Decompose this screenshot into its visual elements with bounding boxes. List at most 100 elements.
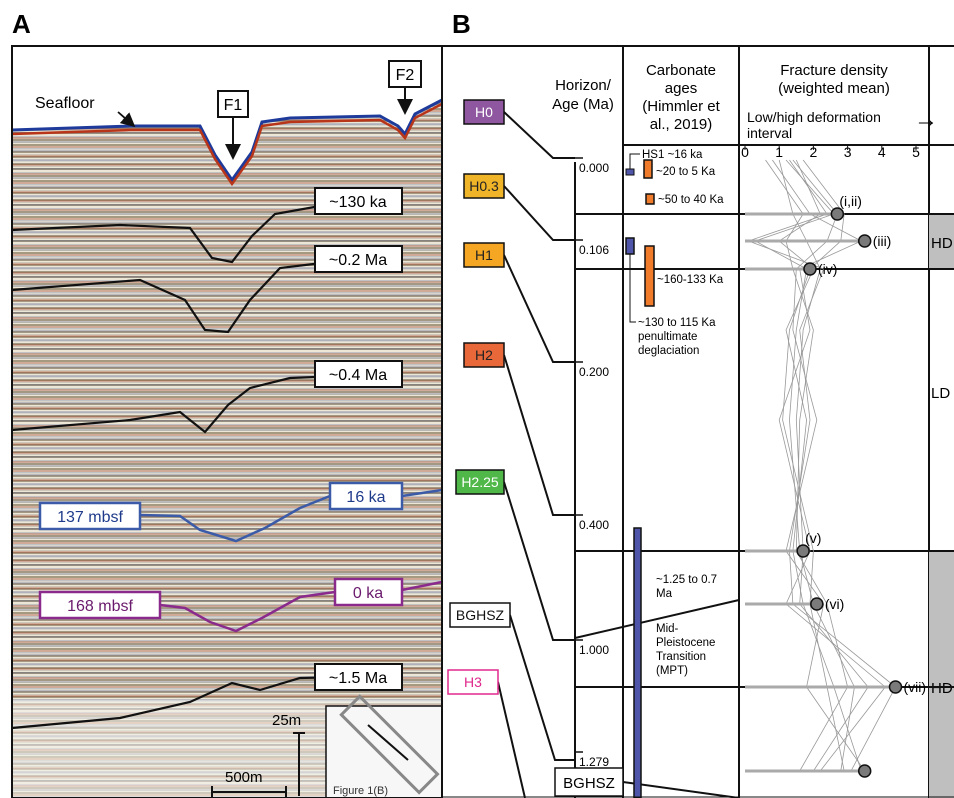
scale-vertical-label: 25m [272, 712, 301, 729]
horizon-line-02ma [11, 258, 396, 334]
fracture-profile-7 [747, 159, 896, 772]
connector-bghsz-right [574, 599, 740, 639]
horizon-label-130ka-box [314, 187, 403, 215]
fracture-profile-0 [754, 159, 855, 772]
fracture-point-label-3: (v) [805, 530, 821, 546]
carb-160-133-bar [644, 245, 655, 307]
fracture-profile-6 [765, 159, 849, 772]
marker-137mbsf-box [38, 501, 142, 531]
fracture-point-3 [796, 544, 810, 558]
horizon-box-6 [447, 669, 499, 695]
fracture-profile-4 [778, 159, 869, 772]
carb-label-20-5: ~20 to 5 Ka [656, 166, 716, 178]
fracture-point-5 [888, 680, 903, 694]
hd-band-bottom [929, 551, 954, 798]
carb-label-ma: Ma [656, 588, 673, 600]
fracture-profile-5 [782, 159, 845, 772]
fracture-profile-1 [778, 159, 862, 772]
marker-16ka-box [328, 481, 404, 511]
fracture-axis-tick-4: 4 [878, 144, 886, 160]
carb-label-transition: Transition [656, 651, 706, 663]
marker-line-16ka [139, 494, 331, 543]
horizon-label-02ma: ~0.2 Ma [329, 252, 387, 269]
interval-arrow-icon: → [914, 106, 938, 133]
horizon-line-130ka [11, 201, 396, 264]
horizon-box-1 [463, 173, 505, 199]
fracture-axis-tick-1: 1 [775, 144, 783, 160]
marker-0ka-label: 0 ka [353, 585, 383, 602]
horizon-box-label-0: H0 [475, 104, 493, 120]
connector-h0 [503, 111, 575, 159]
horizon-label-02ma-box [314, 245, 403, 273]
age-column-title-1: Horizon/ [555, 77, 612, 94]
seismic-border [11, 45, 443, 798]
horizon-box-3 [463, 342, 505, 368]
horizon-box-2 [463, 242, 505, 268]
fault-f2-label: F2 [396, 67, 415, 84]
carb-label-pleistocene: Pleistocene [656, 637, 715, 649]
panel-label-a: A [12, 9, 31, 39]
inset-label: Figure 1(B) [333, 785, 388, 797]
connector-h3 [497, 681, 526, 798]
connector-h1 [503, 254, 575, 363]
carb-label-160-133: ~160-133 Ka [657, 274, 724, 286]
horizon-line-04ma [11, 372, 396, 434]
fracture-profiles [747, 159, 896, 772]
marker-line-16ka-right [401, 488, 443, 498]
scale-horizontal-label: 500m [225, 769, 263, 786]
fracture-point-1 [857, 234, 872, 248]
interval-hd-bottom: HD [931, 680, 953, 697]
seafloor-label: Seafloor [35, 95, 95, 112]
horizon-box-label-4: H2.25 [461, 474, 499, 490]
fracture-axis-tick-3: 3 [844, 144, 852, 160]
carb-label-130-115: ~130 to 115 Ka [638, 317, 716, 329]
carb-label-mid: Mid- [656, 623, 679, 635]
age-tick-5: 1.279 [579, 755, 609, 769]
carb-label-deglaciation: deglaciation [638, 345, 699, 357]
interval-ld: LD [931, 385, 950, 402]
fracture-axis-tick-2: 2 [810, 144, 818, 160]
carb-label-125-07: ~1.25 to 0.7 [656, 574, 717, 586]
inset-rect [339, 694, 440, 795]
fracture-points: (i,ii)(iii)(iv)(v)(vi)(vii) [745, 193, 926, 778]
carb-column-title-2: ages [665, 80, 698, 97]
horizon-line-15ma [11, 674, 396, 730]
fracture-point-label-2: (iv) [818, 261, 837, 277]
horizon-box-4 [455, 469, 505, 495]
interval-hd-top: HD [931, 235, 953, 252]
age-tick-2: 0.200 [579, 365, 609, 379]
fracture-axis-tick-0: 0 [741, 144, 749, 160]
marker-168mbsf-box [38, 590, 162, 620]
carb-20-5-bar [643, 159, 653, 179]
carb-label-hs1: HS1 ~16 ka [642, 149, 703, 161]
horizon-box-0 [463, 99, 505, 125]
frac-column-title-2: (weighted mean) [778, 80, 890, 97]
connector-bghsz [509, 614, 575, 761]
carb-column-title-1: Carbonate [646, 62, 716, 79]
fracture-axis: 0 1 2 3 4 5 [741, 144, 920, 160]
carb-hs1-connector [629, 153, 640, 169]
carb-130-115-connector [629, 254, 636, 323]
fracture-point-0 [830, 207, 845, 221]
carb-mpt-bar [633, 527, 642, 798]
age-tick-4: 1.000 [579, 643, 609, 657]
connector-h225 [503, 481, 575, 641]
marker-line-0ka [159, 590, 336, 633]
carb-label-50-40: ~50 to 40 Ka [658, 194, 724, 206]
horizon-label-04ma: ~0.4 Ma [329, 367, 387, 384]
age-bottom-box [554, 767, 624, 797]
interval-label-2: interval [747, 125, 792, 141]
panel-label-b: B [452, 9, 471, 39]
fracture-point-6 [857, 764, 872, 778]
horizon-label-04ma-box [314, 360, 403, 388]
horizon-label-15ma-box [314, 663, 403, 691]
fracture-point-label-0: (i,ii) [839, 193, 862, 209]
carb-hs1-bar [625, 168, 635, 176]
carb-column-title-3: (Himmler et [642, 98, 720, 115]
fracture-axis-tick-5: 5 [912, 144, 920, 160]
age-tick-1: 0.106 [579, 243, 609, 257]
marker-line-0ka-right [401, 580, 443, 592]
fracture-point-label-1: (iii) [873, 233, 892, 249]
age-tick-3: 0.400 [579, 518, 609, 532]
